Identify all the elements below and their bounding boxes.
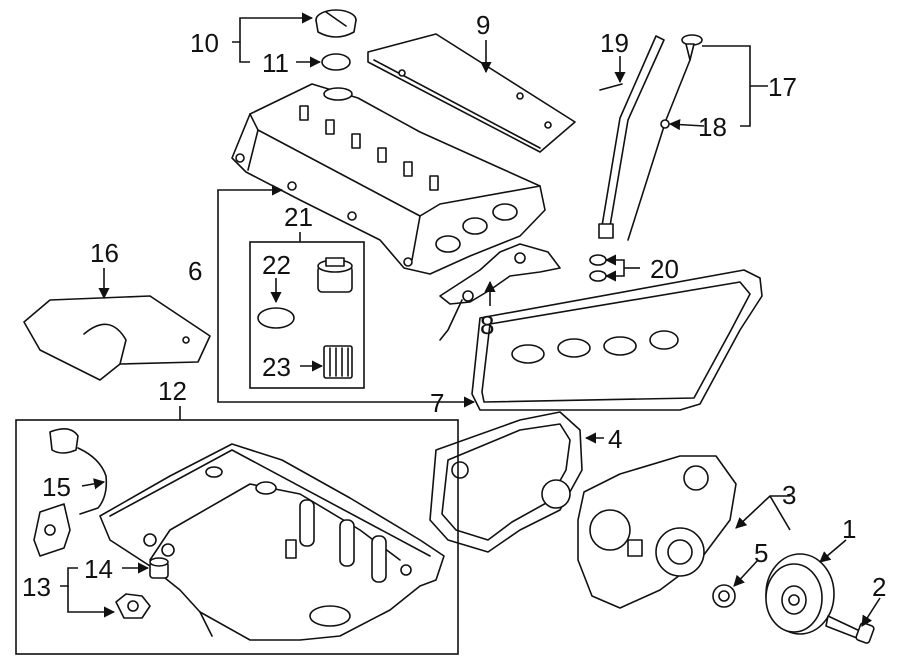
callout-1: 1 [842, 514, 856, 544]
front-timing-cover-part [577, 455, 737, 609]
callout-21: 21 [284, 202, 313, 232]
valve-cover-gasket-part [471, 269, 763, 411]
timing-cover-gasket-part [429, 411, 583, 553]
oil-filter-group-box [249, 241, 365, 389]
callout-labels: 1 2 3 4 5 6 7 8 9 10 11 12 13 14 15 16 1… [22, 10, 886, 602]
valve-cover-part [231, 83, 546, 275]
callout-5: 5 [754, 538, 768, 568]
drain-plug-part [149, 557, 169, 579]
callout-22: 22 [262, 250, 291, 280]
dipstick-tube-part [598, 35, 665, 239]
callout-8: 8 [480, 310, 494, 340]
o-rings-part [589, 254, 607, 282]
cap-seal-ring-part [321, 53, 351, 71]
callout-4: 4 [608, 424, 622, 454]
heat-shield-part [23, 295, 211, 381]
callout-18: 18 [698, 112, 727, 142]
callout-7: 7 [430, 388, 444, 418]
callout-14: 14 [84, 554, 113, 584]
filter-seal-ring-part [257, 307, 295, 329]
crank-pulley-part [765, 553, 835, 635]
oil-pan-group-box [15, 419, 459, 655]
callout-9: 9 [476, 10, 490, 40]
leader-lines [60, 12, 881, 627]
oil-level-sensor-part [33, 428, 108, 557]
callout-23: 23 [262, 352, 291, 382]
wiring-bracket-part [439, 243, 561, 341]
callout-20: 20 [650, 254, 679, 284]
filter-cap-part [317, 257, 353, 293]
callout-15: 15 [42, 472, 71, 502]
front-seal-part [712, 584, 736, 608]
oil-filler-cap-part [315, 9, 357, 38]
callout-10: 10 [190, 28, 219, 58]
dipstick-part [627, 34, 703, 241]
callout-16: 16 [90, 238, 119, 268]
callout-6: 6 [188, 256, 202, 286]
oil-filter-element-part [323, 345, 353, 379]
callout-12: 12 [158, 376, 187, 406]
callout-2: 2 [872, 572, 886, 602]
callout-13: 13 [22, 572, 51, 602]
callout-19: 19 [600, 28, 629, 58]
callout-11: 11 [262, 48, 289, 78]
oil-pan-part [99, 443, 445, 641]
drain-bolt-part [115, 593, 151, 619]
pulley-bolt-part [825, 615, 875, 644]
callout-3: 3 [782, 480, 796, 510]
callout-17: 17 [768, 72, 797, 102]
cover-plate-part [367, 33, 576, 153]
